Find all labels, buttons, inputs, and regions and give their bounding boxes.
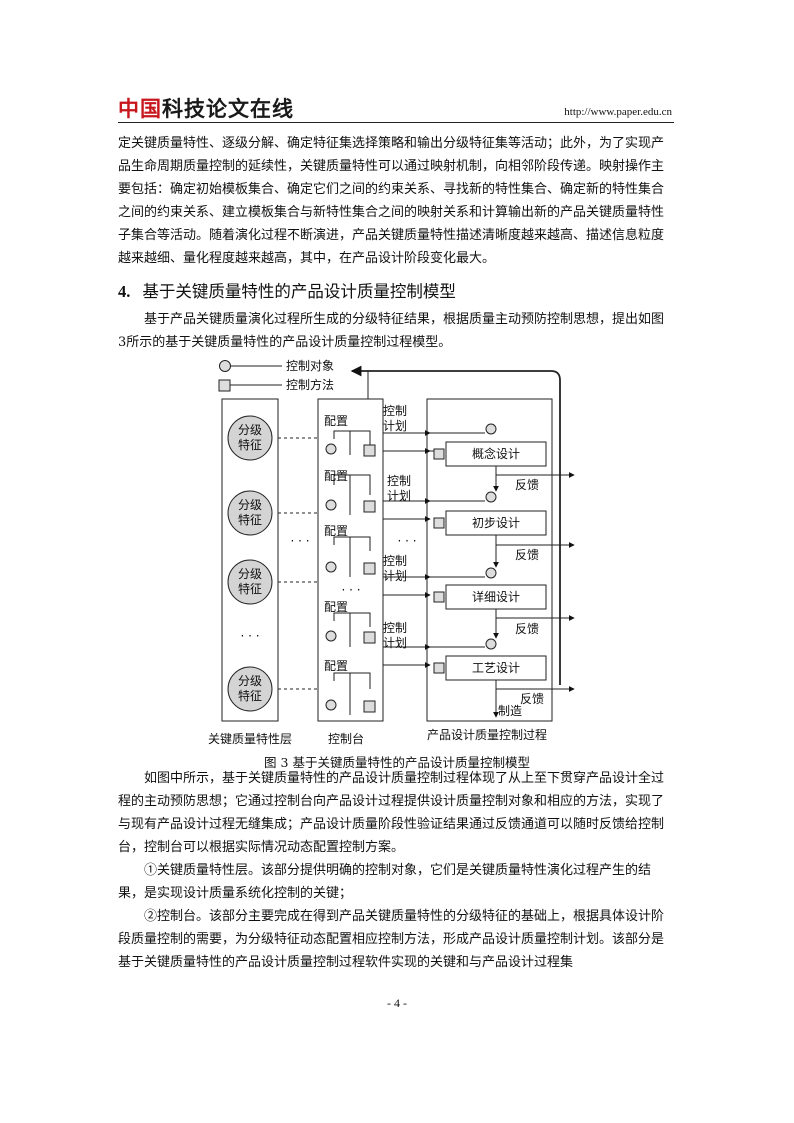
legend-circle-icon: [219, 360, 231, 372]
feature-label: 分级: [238, 498, 262, 512]
console-box: [317, 398, 384, 722]
feedback-label: 反馈: [520, 692, 544, 706]
page-number: - 4 -: [387, 996, 407, 1010]
feature-label: 特征: [238, 581, 262, 596]
stage-label: 工艺设计: [472, 661, 520, 675]
config-label: 配置: [324, 414, 348, 428]
feature-label: 分级: [238, 423, 262, 437]
section-number: 4.: [118, 282, 131, 301]
body-paragraph: 如图中所示，基于关键质量特性的产品设计质量控制过程体现了从上至下贯穿产品设计全过…: [118, 771, 665, 855]
plan-label: 控制: [383, 621, 407, 635]
config-label: 配置: [324, 600, 348, 614]
config-label: 配置: [324, 469, 348, 483]
intro-paragraph: 定关键质量特性、逐级分解、确定特征集选择策略和输出分级特征集等活动；此外，为了实…: [118, 136, 665, 266]
config-label: 配置: [324, 659, 348, 673]
header-rule: [118, 122, 674, 123]
manufacture-label: 制造: [498, 704, 522, 718]
ellipsis: · · ·: [341, 583, 360, 597]
logo-part-red: 中国: [118, 97, 162, 121]
figure-3-diagram: 控制对象 控制方法 分级 特征 分级 特征 分级 特征 分级 特征 · · · …: [208, 359, 575, 746]
plan-label: 计划: [383, 569, 407, 583]
config-label: 配置: [324, 524, 348, 538]
section-title: 基于关键质量特性的产品设计质量控制模型: [142, 282, 456, 301]
legend-control-object: 控制对象: [286, 359, 334, 373]
layer-label-kqc: 关键质量特性层: [208, 731, 292, 746]
feature-label: 分级: [238, 674, 262, 688]
legend-square-icon: [218, 379, 231, 392]
ellipsis: · · ·: [290, 534, 309, 548]
figure-3: 控制对象 控制方法 分级 特征 分级 特征 分级 特征 分级 特征 · · · …: [194, 355, 594, 754]
design-process-box: [426, 398, 553, 722]
ellipsis: · · ·: [397, 534, 416, 548]
plan-label: 计划: [383, 636, 407, 650]
feature-label: 特征: [238, 512, 262, 527]
stage-label: 概念设计: [472, 446, 520, 461]
feedback-label: 反馈: [515, 622, 539, 636]
legend-control-method: 控制方法: [286, 377, 334, 392]
stage-label: 详细设计: [472, 589, 520, 604]
feedback-label: 反馈: [515, 548, 539, 562]
plan-label: 控制: [383, 554, 407, 568]
kqc-layer-box: [221, 398, 279, 722]
feature-label: 特征: [238, 437, 262, 452]
site-logo: 中国科技论文在线: [118, 93, 294, 123]
figure-caption: 图 3 基于关键质量特性的产品设计质量控制模型: [264, 755, 530, 770]
body-paragraph: ②控制台。该部分主要完成在得到产品关键质量特性的分级特征的基础上，根据具体设计阶…: [118, 909, 665, 970]
stage-label: 初步设计: [472, 516, 520, 530]
plan-label: 控制: [383, 404, 407, 418]
feature-label: 特征: [238, 688, 262, 703]
ellipsis: · · ·: [240, 629, 259, 643]
section-intro-paragraph: 基于产品关键质量演化过程所生成的分级特征结果，根据质量主动预防控制思想，提出如图…: [118, 312, 665, 350]
section-heading: 4. 基于关键质量特性的产品设计质量控制模型: [118, 278, 456, 302]
feature-label: 分级: [238, 567, 262, 581]
site-url: http://www.paper.edu.cn: [564, 106, 672, 118]
layer-label-process: 产品设计质量控制过程: [427, 727, 547, 742]
feedback-label: 反馈: [515, 478, 539, 492]
layer-label-console: 控制台: [328, 731, 364, 746]
plan-label: 控制: [387, 474, 411, 488]
plan-label: 计划: [383, 419, 407, 433]
logo-part-dark: 科技论文在线: [162, 97, 294, 121]
body-paragraph: ①关键质量特性层。该部分提供明确的控制对象，它们是关键质量特性演化过程产生的结果…: [118, 863, 652, 901]
plan-label: 计划: [387, 489, 411, 503]
